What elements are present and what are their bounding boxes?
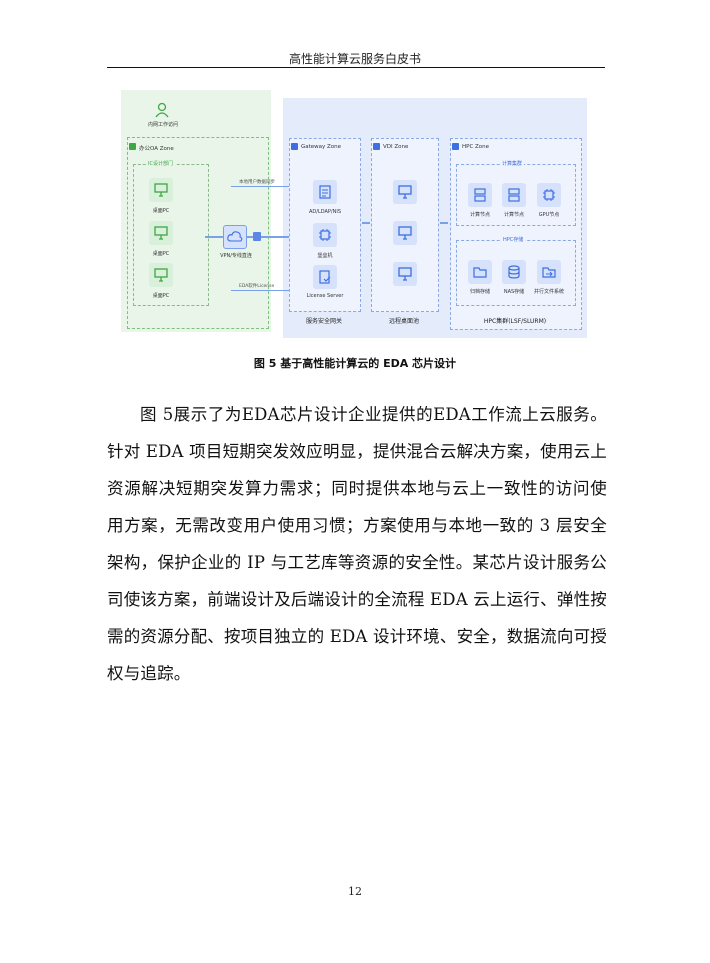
gateway-bottom-label: 服务安全网关	[305, 318, 342, 325]
desktop-pc-node	[149, 263, 173, 287]
cloud-icon	[227, 231, 243, 242]
gateway-node-label: AD/LDAP/NIS	[308, 209, 341, 215]
vdi-zone-icon	[373, 143, 380, 150]
storage-node	[537, 260, 561, 284]
gateway-node	[313, 265, 337, 289]
gateway-node	[313, 180, 337, 204]
page-number: 12	[348, 885, 362, 898]
link-gw-vdi	[362, 222, 370, 224]
vdi-node	[393, 262, 417, 286]
hpc-storage-label: HPC存储	[501, 236, 526, 243]
body-text: 图 5展示了为EDA芯片设计企业提供的EDA工作流上云服务。针对 EDA 项目短…	[107, 396, 607, 692]
desktop-pc-label: 桌面PC	[152, 293, 170, 299]
vdi-zone-label: VDI Zone	[383, 144, 409, 150]
gateway-zone-icon	[291, 143, 298, 150]
header-rule	[107, 67, 605, 68]
vdi-node	[393, 221, 417, 245]
monitor-icon	[398, 226, 412, 240]
license-icon	[319, 270, 331, 284]
ic-dept-label: IC设计部门	[146, 160, 175, 167]
gpu-chip-icon	[543, 189, 555, 201]
architecture-figure: 内网工作访问 办公OA Zone IC设计部门 桌面PC 桌面PC 桌面PC V…	[113, 90, 595, 340]
storage-node-label: 并行文件系统	[533, 289, 564, 295]
compute-node	[502, 183, 526, 207]
storage-node-label: NAS存储	[503, 289, 525, 295]
chip-icon	[319, 229, 331, 241]
server-icon	[474, 188, 486, 202]
hpc-zone	[450, 138, 582, 330]
page-header: 高性能计算云服务白皮书	[288, 52, 421, 66]
monitor-icon	[398, 267, 412, 281]
hpc-zone-icon	[452, 143, 459, 150]
storage-node	[468, 260, 492, 284]
folder-icon	[473, 267, 487, 278]
vdi-node	[393, 180, 417, 204]
monitor-icon	[398, 185, 412, 199]
license-line	[231, 290, 315, 291]
hpc-zone-label: HPC Zone	[462, 144, 490, 150]
directory-icon	[319, 185, 331, 199]
vpn-node	[223, 225, 247, 249]
user-icon	[155, 102, 169, 118]
compute-node-label: 计算节点	[469, 212, 490, 218]
desktop-pc-label: 桌面PC	[152, 251, 170, 257]
compute-cluster-label: 计算集群	[500, 160, 525, 167]
monitor-icon	[154, 268, 168, 282]
desktop-pc-node	[149, 221, 173, 245]
database-icon	[508, 265, 520, 279]
monitor-icon	[154, 226, 168, 240]
gateway-connector	[253, 232, 261, 241]
storage-node	[502, 260, 526, 284]
oa-zone-icon	[129, 143, 136, 150]
vpn-label: VPN/专线直连	[220, 253, 252, 259]
eda-license-flow-label: EDA软件License	[239, 284, 275, 289]
local-sync-label: 本地用户数据同步	[239, 180, 275, 185]
gateway-zone-label: Gateway Zone	[301, 144, 342, 150]
gateway-node-label: License Server	[306, 293, 344, 299]
vdi-bottom-label: 远程桌面池	[388, 318, 419, 325]
monitor-icon	[154, 183, 168, 197]
vpn-line-right	[253, 236, 313, 238]
gpu-node	[537, 183, 561, 207]
server-icon	[508, 188, 520, 202]
oa-zone-label: 办公OA Zone	[139, 146, 174, 152]
desktop-pc-label: 桌面PC	[152, 208, 170, 214]
storage-node-label: 归档存储	[469, 289, 490, 295]
paragraph: 图 5展示了为EDA芯片设计企业提供的EDA工作流上云服务。针对 EDA 项目短…	[107, 405, 607, 683]
desktop-pc-node	[149, 178, 173, 202]
compute-node	[468, 183, 492, 207]
sync-line	[231, 186, 315, 187]
link-vdi-hpc	[440, 222, 448, 224]
compute-node-label: 计算节点	[503, 212, 524, 218]
hpc-bottom-label: HPC集群(LSF/SLURM)	[483, 318, 547, 325]
parallel-fs-icon	[542, 267, 556, 278]
figure-caption: 图 5 基于高性能计算云的 EDA 芯片设计	[253, 357, 457, 370]
oa-user-label: 内网工作访问	[147, 122, 178, 128]
gateway-node	[313, 223, 337, 247]
gateway-node-label: 堡垒机	[317, 253, 333, 259]
compute-node-label: GPU节点	[538, 212, 560, 218]
